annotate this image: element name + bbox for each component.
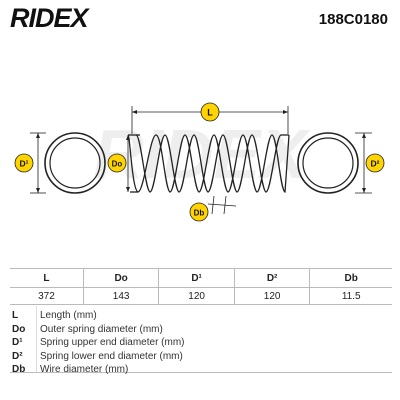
legend-desc: Outer spring diameter (mm) — [40, 323, 163, 335]
value-wire-diameter: 11.5 — [309, 287, 392, 305]
value-lower-diameter: 120 — [233, 287, 310, 305]
badge-length: L — [200, 102, 220, 122]
legend-item: Db Wire diameter (mm) — [12, 363, 392, 377]
spring-coils — [127, 134, 290, 193]
legend — [10, 306, 392, 373]
wire-diameter-dimension — [207, 195, 237, 215]
watermark: RIDEX — [93, 115, 311, 193]
legend-desc: Spring lower end diameter (mm) — [40, 350, 183, 362]
badge-wire-text: Db — [194, 209, 205, 218]
header-outer-diameter: Do — [82, 268, 159, 288]
legend-desc: Spring upper end diameter (mm) — [40, 337, 185, 349]
badge-outer-diameter: Do — [107, 153, 127, 173]
badge-upper-diameter: D¹ — [14, 153, 34, 173]
lower-end-ring — [297, 132, 372, 194]
legend-item: D¹ Spring upper end diameter (mm) — [12, 336, 392, 350]
upper-end-ring — [30, 132, 106, 194]
badge-wire-diameter: Db — [189, 202, 209, 222]
legend-list: L Length (mm) Do Outer spring diameter (… — [12, 309, 392, 377]
brand-logo: RIDEX — [10, 3, 89, 34]
legend-item: Do Outer spring diameter (mm) — [12, 323, 392, 337]
value-upper-diameter: 120 — [158, 287, 235, 305]
badge-length-text: L — [207, 108, 213, 118]
spring-diagram: RIDEX D¹ D² — [14, 102, 385, 222]
outer-diameter-dimension — [126, 135, 130, 192]
badge-lower-text: D² — [371, 159, 380, 169]
legend-abbr: D² — [12, 350, 23, 362]
header-upper-diameter: D¹ — [158, 268, 235, 288]
badge-outer-text: Do — [112, 160, 123, 169]
legend-abbr: Db — [12, 364, 26, 376]
part-number: 188C0180 — [318, 11, 388, 28]
spec-table-values: 372 143 120 120 11.5 — [10, 287, 392, 305]
header: RIDEX 188C0180 — [0, 0, 400, 40]
value-outer-diameter: 143 — [82, 287, 159, 305]
badge-upper-text: D¹ — [20, 159, 29, 169]
legend-abbr: Do — [12, 323, 26, 335]
spec-table: L Do D¹ D² Db 372 143 120 120 11.5 — [10, 268, 392, 305]
legend-desc: Length (mm) — [40, 310, 97, 322]
legend-item: L Length (mm) — [12, 309, 392, 323]
badge-lower-diameter: D² — [365, 153, 385, 173]
legend-abbr: L — [12, 310, 19, 322]
brand-name: RIDEX — [10, 3, 89, 33]
legend-item: D² Spring lower end diameter (mm) — [12, 350, 392, 364]
spec-table-header: L Do D¹ D² Db — [10, 268, 392, 288]
header-lower-diameter: D² — [233, 268, 310, 288]
header-wire-diameter: Db — [309, 268, 392, 288]
value-length: 372 — [10, 287, 84, 305]
legend-desc: Wire diameter (mm) — [40, 364, 129, 376]
header-length: L — [10, 268, 84, 288]
legend-abbr: D¹ — [12, 337, 23, 349]
